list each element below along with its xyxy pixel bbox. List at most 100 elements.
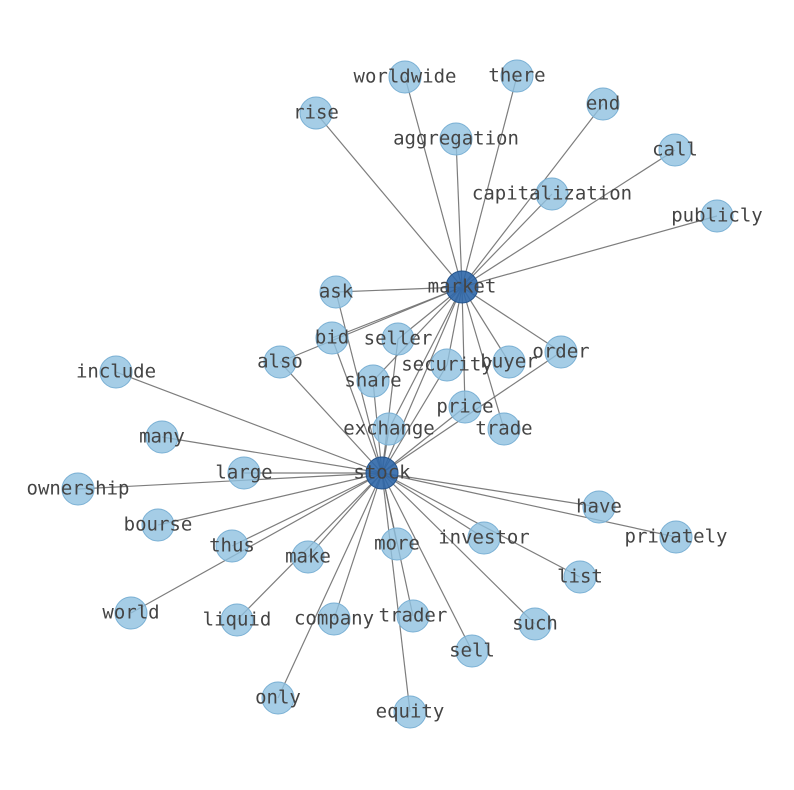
node-label-bid: bid [315, 327, 349, 349]
node-label-sell: sell [449, 640, 495, 662]
node-privately [659, 520, 693, 554]
node-trader [396, 599, 430, 633]
edge-market-share [372, 286, 463, 382]
edge-stock-seller [381, 338, 399, 474]
edge-market-capitalization [461, 193, 553, 288]
node-call [658, 133, 692, 167]
node-label-call: call [652, 139, 698, 161]
node-label-seller: seller [364, 328, 433, 350]
node-label-buyer: buyer [480, 351, 537, 373]
edge-stock-have [381, 472, 600, 508]
node-label-make: make [285, 546, 331, 568]
edge-market-worldwide [404, 76, 463, 288]
node-ownership [61, 472, 95, 506]
node-label-publicly: publicly [671, 205, 763, 227]
edge-stock-many [161, 436, 383, 474]
edge-stock-price [381, 406, 466, 474]
edge-stock-include [115, 371, 383, 474]
node-capitalization [535, 177, 569, 211]
edge-stock-sell [381, 472, 473, 652]
edge-stock-world [130, 472, 383, 614]
node-label-order: order [532, 341, 589, 363]
node-label-also: also [257, 351, 303, 373]
node-sell [455, 634, 489, 668]
edge-market-there [461, 75, 518, 288]
node-label-end: end [586, 93, 620, 115]
node-label-company: company [294, 608, 374, 630]
node-many [145, 420, 179, 454]
node-label-thus: thus [209, 535, 255, 557]
node-label-security: security [401, 354, 493, 376]
node-label-include: include [76, 361, 156, 383]
node-label-world: world [102, 602, 159, 624]
node-stock [365, 456, 399, 490]
node-label-trade: trade [475, 418, 532, 440]
edge-stock-such [381, 472, 536, 625]
node-label-have: have [576, 496, 622, 518]
node-more [380, 527, 414, 561]
node-label-stock: stock [353, 462, 411, 484]
edge-market-ask [335, 286, 463, 293]
edge-market-rise [315, 112, 463, 288]
node-label-large: large [215, 462, 272, 484]
node-label-exchange: exchange [343, 418, 435, 440]
node-seller [381, 322, 415, 356]
node-trade [487, 412, 521, 446]
node-label-ask: ask [319, 281, 354, 303]
node-aggregation [439, 122, 473, 156]
node-list [563, 560, 597, 594]
edge-stock-bid [331, 337, 383, 474]
node-label-price: price [436, 396, 493, 418]
node-label-aggregation: aggregation [393, 128, 519, 150]
node-label-share: share [344, 370, 401, 392]
edge-stock-bourse [157, 472, 383, 526]
node-label-only: only [255, 687, 301, 709]
node-layer [61, 59, 734, 729]
node-label-market: market [428, 276, 497, 298]
node-liquid [220, 603, 254, 637]
node-label-list: list [557, 566, 603, 588]
node-order [544, 335, 578, 369]
edge-market-publicly [461, 215, 718, 288]
node-company [317, 602, 351, 636]
node-label-such: such [512, 613, 558, 635]
node-label-there: there [488, 65, 545, 87]
node-share [356, 364, 390, 398]
node-equity [393, 695, 427, 729]
node-also [263, 345, 297, 379]
node-ask [319, 275, 353, 309]
node-price [448, 390, 482, 424]
edge-stock-company [333, 472, 383, 620]
node-buyer [492, 345, 526, 379]
node-label-trader: trader [379, 605, 448, 627]
node-market [445, 270, 479, 304]
edge-market-end [461, 103, 604, 288]
node-security [430, 348, 464, 382]
edge-stock-privately [381, 472, 677, 538]
node-thus [215, 529, 249, 563]
node-label-capitalization: capitalization [472, 183, 632, 205]
edge-stock-make [307, 472, 383, 558]
edge-stock-security [381, 364, 448, 474]
node-only [261, 681, 295, 715]
edge-market-order [461, 286, 562, 353]
edge-stock-investor [381, 472, 485, 539]
node-label-many: many [139, 426, 185, 448]
node-investor [467, 521, 501, 555]
node-world [114, 596, 148, 630]
node-label-equity: equity [376, 701, 445, 723]
node-label-bourse: bourse [124, 514, 193, 536]
node-there [500, 59, 534, 93]
node-such [518, 607, 552, 641]
node-label-privately: privately [625, 526, 728, 548]
node-make [291, 540, 325, 574]
node-rise [299, 96, 333, 130]
node-have [582, 490, 616, 524]
node-bid [315, 321, 349, 355]
edge-market-also [279, 286, 463, 363]
edge-market-aggregation [455, 138, 463, 288]
edge-market-call [461, 149, 676, 288]
node-label-investor: investor [438, 527, 530, 549]
